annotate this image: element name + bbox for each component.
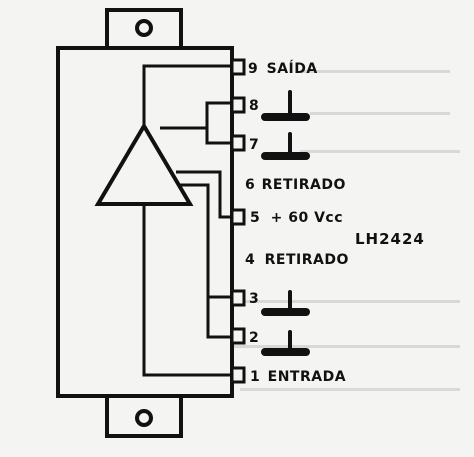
- top-mounting-hole: [135, 19, 153, 37]
- pin-1: [230, 366, 246, 384]
- pin-7: [230, 134, 246, 152]
- pin-6-label: 6 RETIRADO: [245, 177, 346, 193]
- part-number: LH2424: [355, 230, 425, 248]
- pin-8: [230, 96, 246, 114]
- pin-2-label: 2: [249, 330, 259, 346]
- bottom-mounting-hole: [135, 409, 153, 427]
- pin-8-label: 8: [249, 98, 259, 114]
- pin-3: [230, 289, 246, 307]
- pin-4-label: 4 RETIRADO: [245, 252, 349, 268]
- pin-1-label: 1 ENTRADA: [250, 369, 346, 385]
- amplifier-triangle: [94, 122, 194, 206]
- pins: [230, 58, 246, 384]
- pin-5: [230, 208, 246, 226]
- pin-9: [230, 58, 246, 76]
- capacitor-top-icon: [261, 90, 310, 160]
- background-bleed: [230, 70, 460, 391]
- external-capacitors: [261, 90, 310, 356]
- pin-2: [230, 327, 246, 345]
- pin-9-label: 9 SAÍDA: [248, 60, 318, 77]
- pin-labels: 9 SAÍDA 8 7 6 RETIRADO 5 + 60 Vcc 4 RETI…: [245, 60, 349, 385]
- internal-wiring: [142, 64, 234, 377]
- pin-3-label: 3: [249, 291, 259, 307]
- pin-7-label: 7: [249, 137, 259, 153]
- capacitor-bottom-icon: [261, 290, 310, 356]
- pin-5-label: 5 + 60 Vcc: [250, 210, 343, 226]
